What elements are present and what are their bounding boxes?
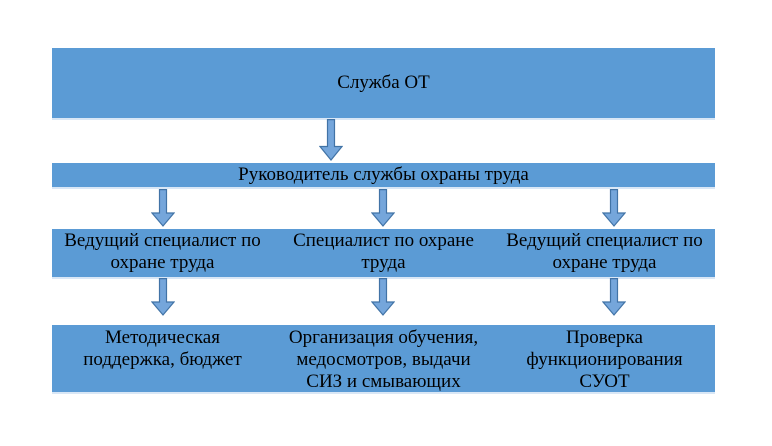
down-arrow-icon bbox=[151, 278, 175, 316]
level4-label: Методическая поддержка, бюджет bbox=[83, 327, 242, 370]
level3-box-specialists: Ведущий специалист по охране труда Специ… bbox=[52, 229, 715, 277]
level2-label: Руководитель службы охраны труда bbox=[238, 164, 529, 185]
level3-label: Ведущий специалист по охране труда bbox=[506, 230, 703, 273]
level1-label: Служба ОТ bbox=[337, 72, 430, 93]
down-arrow-icon bbox=[602, 189, 626, 227]
level3-cell-specialist: Специалист по охране труда bbox=[273, 230, 494, 274]
level3-label: Ведущий специалист по охране труда bbox=[64, 230, 261, 273]
level3-cell-leading-specialist-2: Ведущий специалист по охране труда bbox=[494, 230, 715, 274]
level4-cell-training-organization: Организация обучения, медосмотров, выдач… bbox=[273, 327, 494, 393]
level4-label: Организация обучения, медосмотров, выдач… bbox=[288, 327, 479, 392]
level1-box-sluzhba-ot: Служба ОТ bbox=[52, 48, 715, 118]
arrow-row-level2-to-level3 bbox=[52, 189, 715, 227]
level4-cell-suot-check: Проверка функционирования СУОТ bbox=[494, 327, 715, 393]
down-arrow-icon bbox=[319, 119, 343, 161]
down-arrow-icon bbox=[602, 278, 626, 316]
level3-cell-leading-specialist-1: Ведущий специалист по охране труда bbox=[52, 230, 273, 274]
down-arrow-icon bbox=[371, 189, 395, 227]
level4-cell-methodical-support: Методическая поддержка, бюджет bbox=[52, 327, 273, 371]
level3-label: Специалист по охране труда bbox=[293, 230, 474, 273]
level4-box-functions: Методическая поддержка, бюджет Организац… bbox=[52, 325, 715, 392]
down-arrow-icon bbox=[151, 189, 175, 227]
level4-label: Проверка функционирования СУОТ bbox=[526, 327, 683, 392]
arrow-row-level3-to-level4 bbox=[52, 278, 715, 316]
down-arrow-icon bbox=[371, 278, 395, 316]
level2-box-rukovoditel: Руководитель службы охраны труда bbox=[52, 163, 715, 187]
